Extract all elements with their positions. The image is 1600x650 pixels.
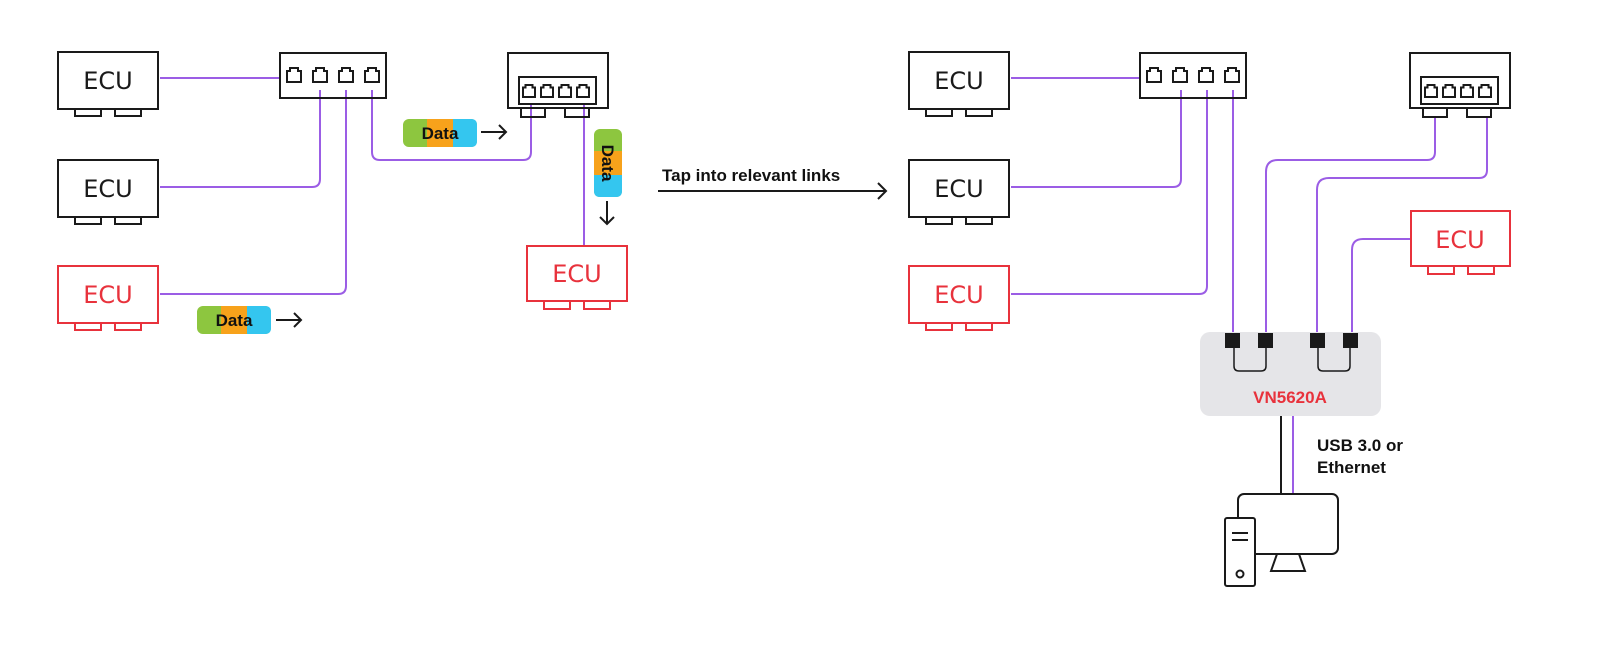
ecu-label: ECU [1435, 226, 1485, 254]
ecu-box-highlighted: ECU [57, 265, 159, 331]
rj45-port-icon [364, 67, 380, 83]
ecu-box-highlighted: ECU [908, 265, 1010, 331]
ethernet-switch [279, 52, 387, 99]
tap-caption: Tap into relevant links [662, 166, 840, 185]
link-ecu3-switch [1011, 90, 1208, 295]
arrow-down-icon [599, 201, 615, 226]
rj45-port-icon [286, 67, 302, 83]
ethernet-switch [507, 52, 609, 118]
data-badge: Data [403, 119, 477, 147]
data-badge-label: Data [216, 311, 253, 330]
ecu-box: ECU [57, 159, 159, 225]
tap-link [1351, 238, 1411, 334]
ecu-label: ECU [934, 67, 984, 95]
rj45-port-icon [1442, 84, 1456, 98]
tap-link [1265, 117, 1436, 334]
ecu-label: ECU [934, 175, 984, 203]
right-network: ECU ECU ECU ECU [908, 51, 1511, 494]
tap-port [1225, 333, 1240, 348]
rj45-port-icon [558, 84, 572, 98]
tap-link [1316, 117, 1488, 334]
rj45-port-icon [1146, 67, 1162, 83]
device-label: VN5620A [1253, 388, 1327, 407]
link-ecu2-switch [160, 90, 321, 188]
computer-tower-icon [1224, 517, 1256, 587]
ecu-box-highlighted: ECU [1410, 210, 1511, 275]
link-ecu3-switch [160, 90, 347, 295]
ethernet-switch [1139, 52, 1247, 99]
data-badge: Data [197, 306, 271, 334]
data-badge: Data [594, 129, 622, 197]
left-links [160, 77, 585, 295]
ecu-label: ECU [934, 281, 984, 309]
ecu-label: ECU [83, 67, 133, 95]
rj45-port-icon [576, 84, 590, 98]
link-ecu2-switch [1011, 90, 1182, 188]
rj45-port-icon [522, 84, 536, 98]
rj45-port-icon [1460, 84, 1474, 98]
rj45-port-icon [1478, 84, 1492, 98]
arrow-right-icon [481, 124, 508, 140]
pc-computer [1224, 493, 1339, 587]
vn5620a-interface: VN5620A [1200, 332, 1381, 416]
tap-port [1343, 333, 1358, 348]
ecu-label: ECU [83, 281, 133, 309]
ecu-box: ECU [908, 159, 1010, 225]
rj45-port-icon [312, 67, 328, 83]
left-network: ECU ECU ECU [57, 51, 628, 331]
link-switch-switch [371, 90, 532, 161]
tap-port [1310, 333, 1325, 348]
rj45-port-icon [1224, 67, 1240, 83]
arrow-right-icon [276, 312, 303, 328]
rj45-port-icon [1198, 67, 1214, 83]
connection-label-line1: USB 3.0 or [1317, 436, 1403, 455]
data-badge-label: Data [422, 124, 459, 143]
arrow-right-icon [658, 182, 888, 200]
rj45-port-icon [338, 67, 354, 83]
rj45-port-icon [540, 84, 554, 98]
rj45-port-icon [1172, 67, 1188, 83]
ecu-label: ECU [83, 175, 133, 203]
rj45-port-icon [1424, 84, 1438, 98]
data-badge-label: Data [598, 145, 617, 182]
tap-port [1258, 333, 1273, 348]
ecu-box: ECU [908, 51, 1010, 117]
ecu-box-highlighted: ECU [526, 245, 628, 310]
right-links [1011, 77, 1488, 494]
connection-label-line2: Ethernet [1317, 458, 1386, 477]
ethernet-switch [1409, 52, 1511, 118]
ecu-box: ECU [57, 51, 159, 117]
ecu-label: ECU [552, 260, 602, 288]
